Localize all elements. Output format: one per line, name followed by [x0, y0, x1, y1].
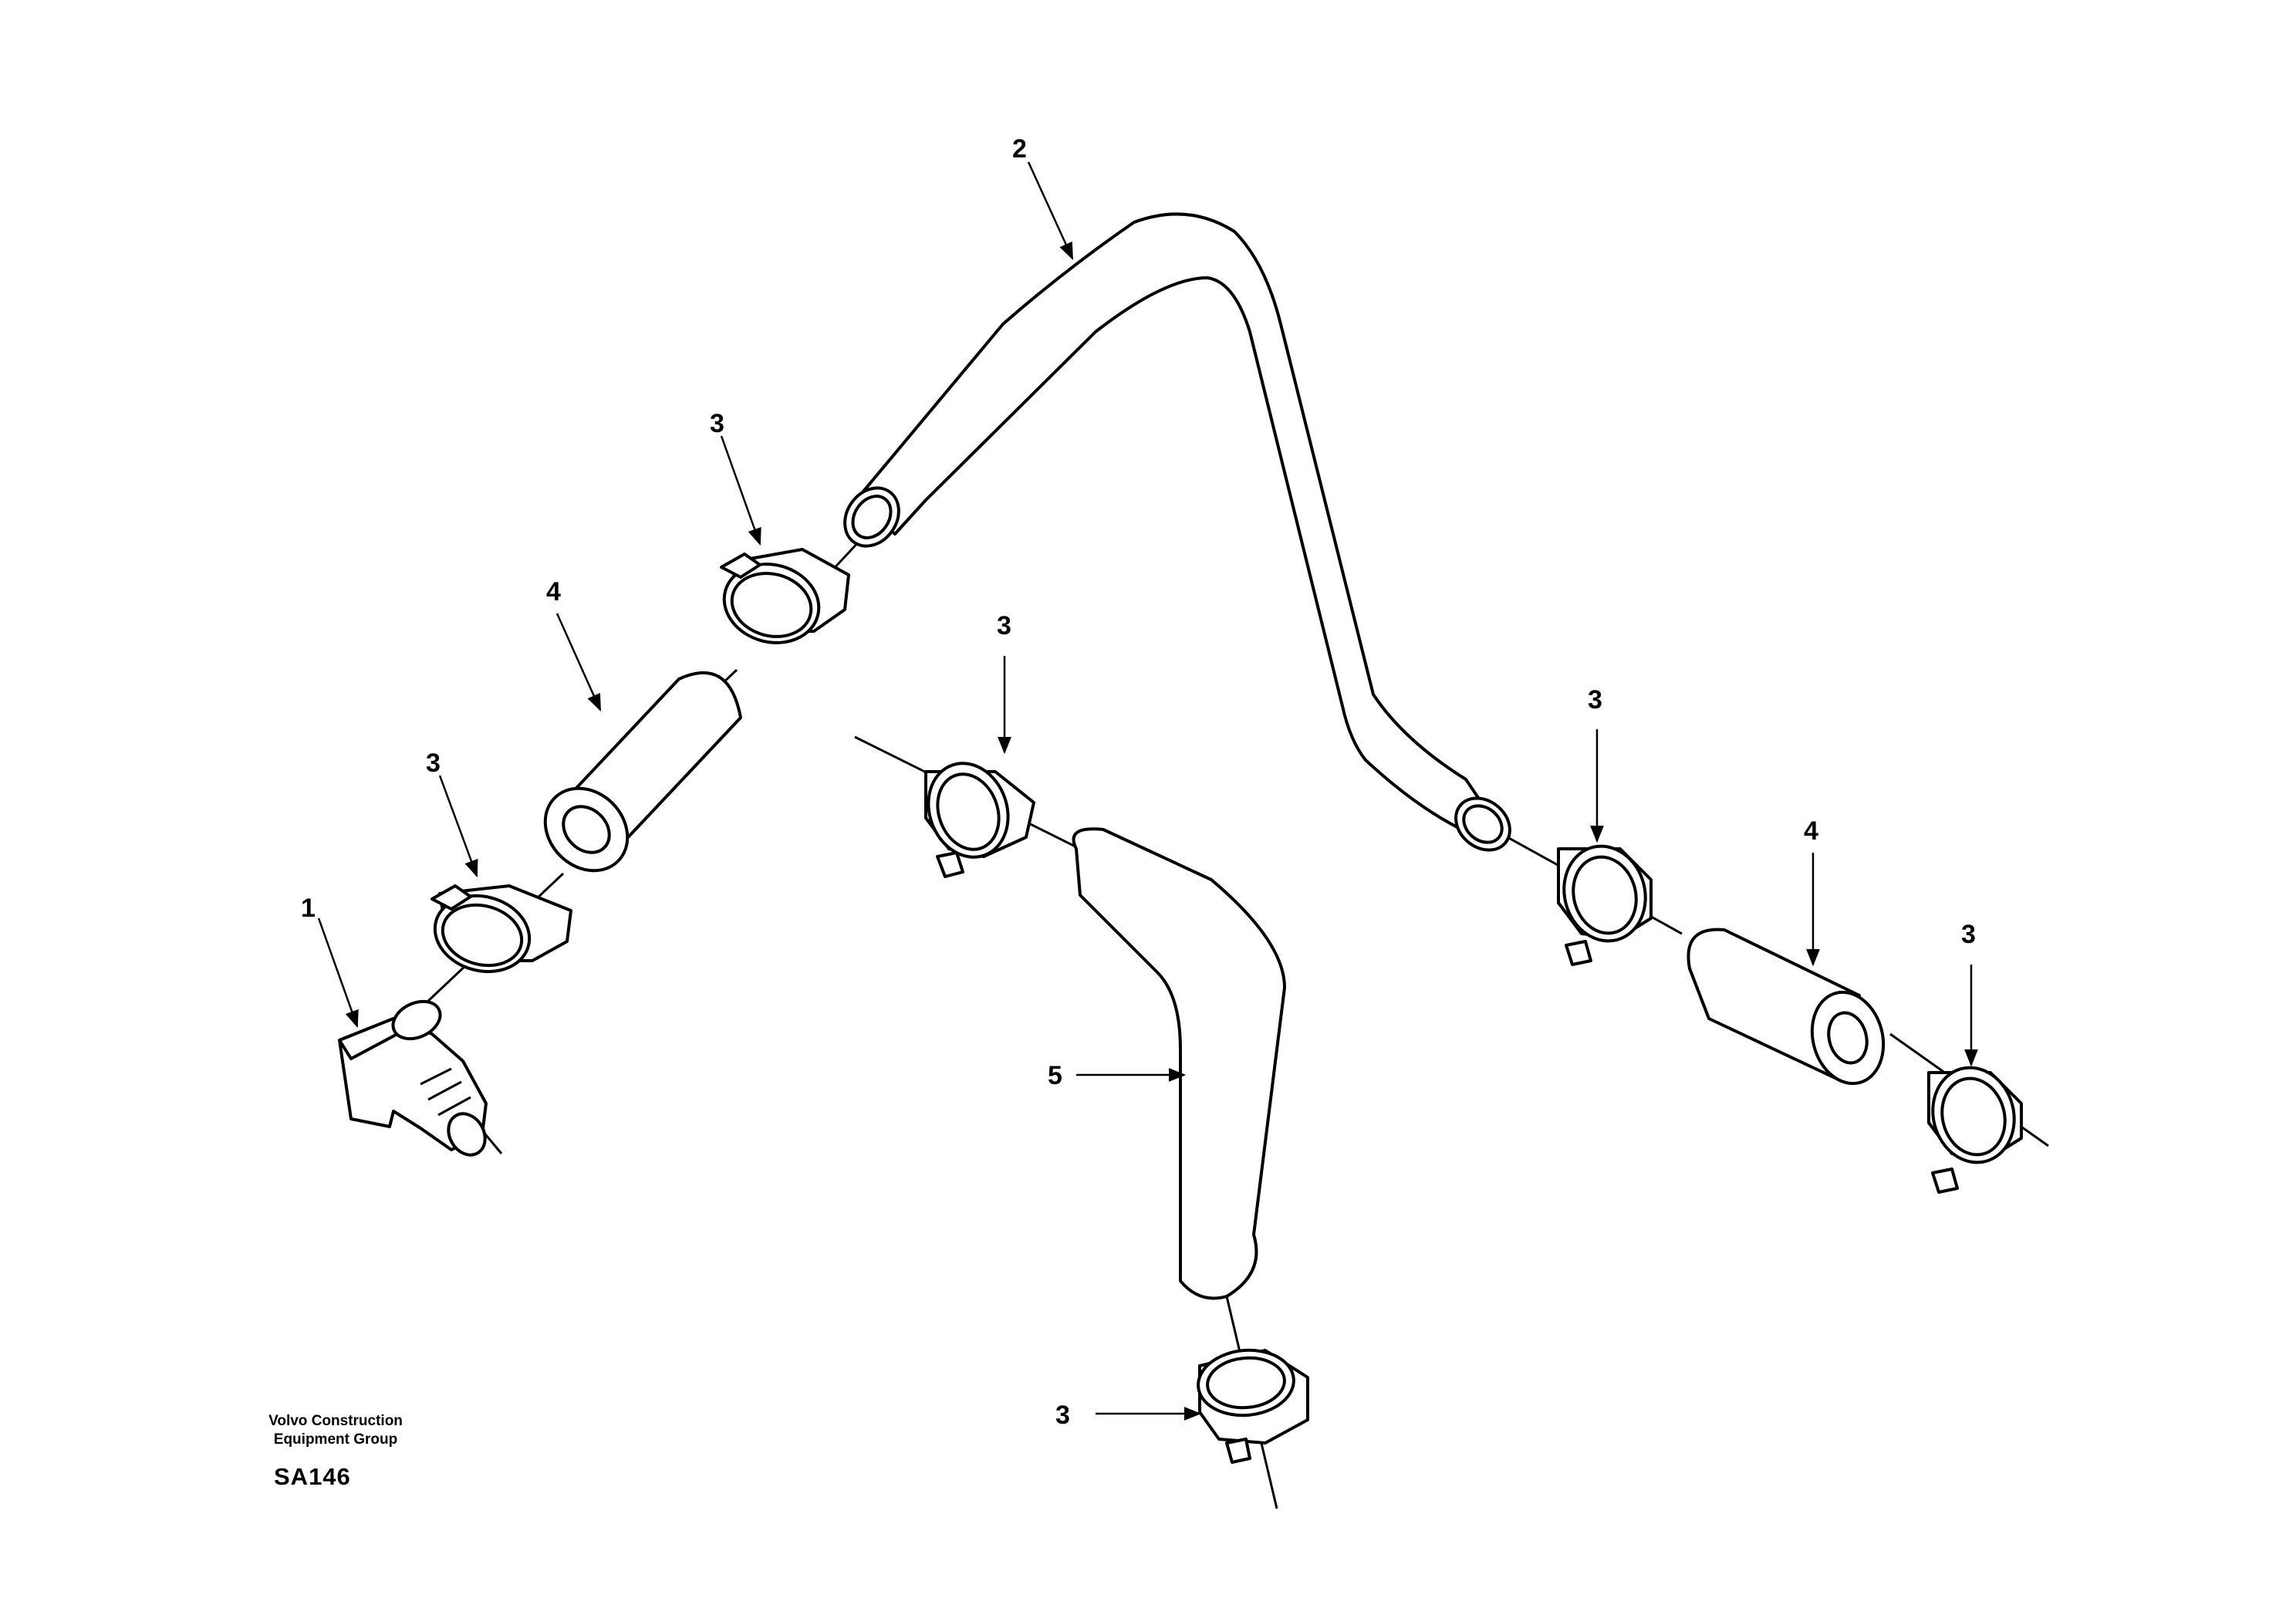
callout-3-left-clamp: 3	[426, 748, 441, 778]
callout-3-centre-clamp: 3	[997, 611, 1011, 640]
hose-clamp-5	[1927, 1066, 2023, 1194]
callout-3-bottom-clamp: 3	[1055, 1401, 1070, 1430]
callout-3-far-right-clamp: 3	[1961, 920, 1976, 949]
callout-4-right-sleeve: 4	[1804, 816, 1818, 846]
hose-clamp-1	[430, 884, 572, 974]
straight-sleeve-right	[1687, 928, 1886, 1086]
callout-5: 5	[1048, 1061, 1062, 1090]
callout-3-right-clamp: 3	[1588, 685, 1602, 715]
company-line-1: Volvo Construction	[268, 1413, 403, 1429]
callout-leaders	[317, 161, 1978, 1421]
callout-2: 2	[1012, 134, 1027, 164]
lower-hose	[1072, 827, 1286, 1300]
callout-4-left-sleeve: 4	[546, 577, 561, 607]
elbow-fitting	[338, 999, 488, 1157]
drawing-number: SA146	[274, 1463, 351, 1490]
callout-1: 1	[301, 894, 316, 923]
straight-sleeve-left	[543, 671, 742, 873]
hose-clamp-6	[1197, 1348, 1309, 1464]
upper-hose	[843, 212, 1511, 852]
company-name: Volvo Construction Equipment Group	[231, 1412, 440, 1449]
callout-3-upper-clamp: 3	[710, 409, 724, 438]
hose-clamp-3	[924, 762, 1035, 878]
hose-clamp-4	[1557, 844, 1653, 966]
company-line-2: Equipment Group	[273, 1431, 398, 1448]
hose-clamp-2	[720, 548, 850, 644]
